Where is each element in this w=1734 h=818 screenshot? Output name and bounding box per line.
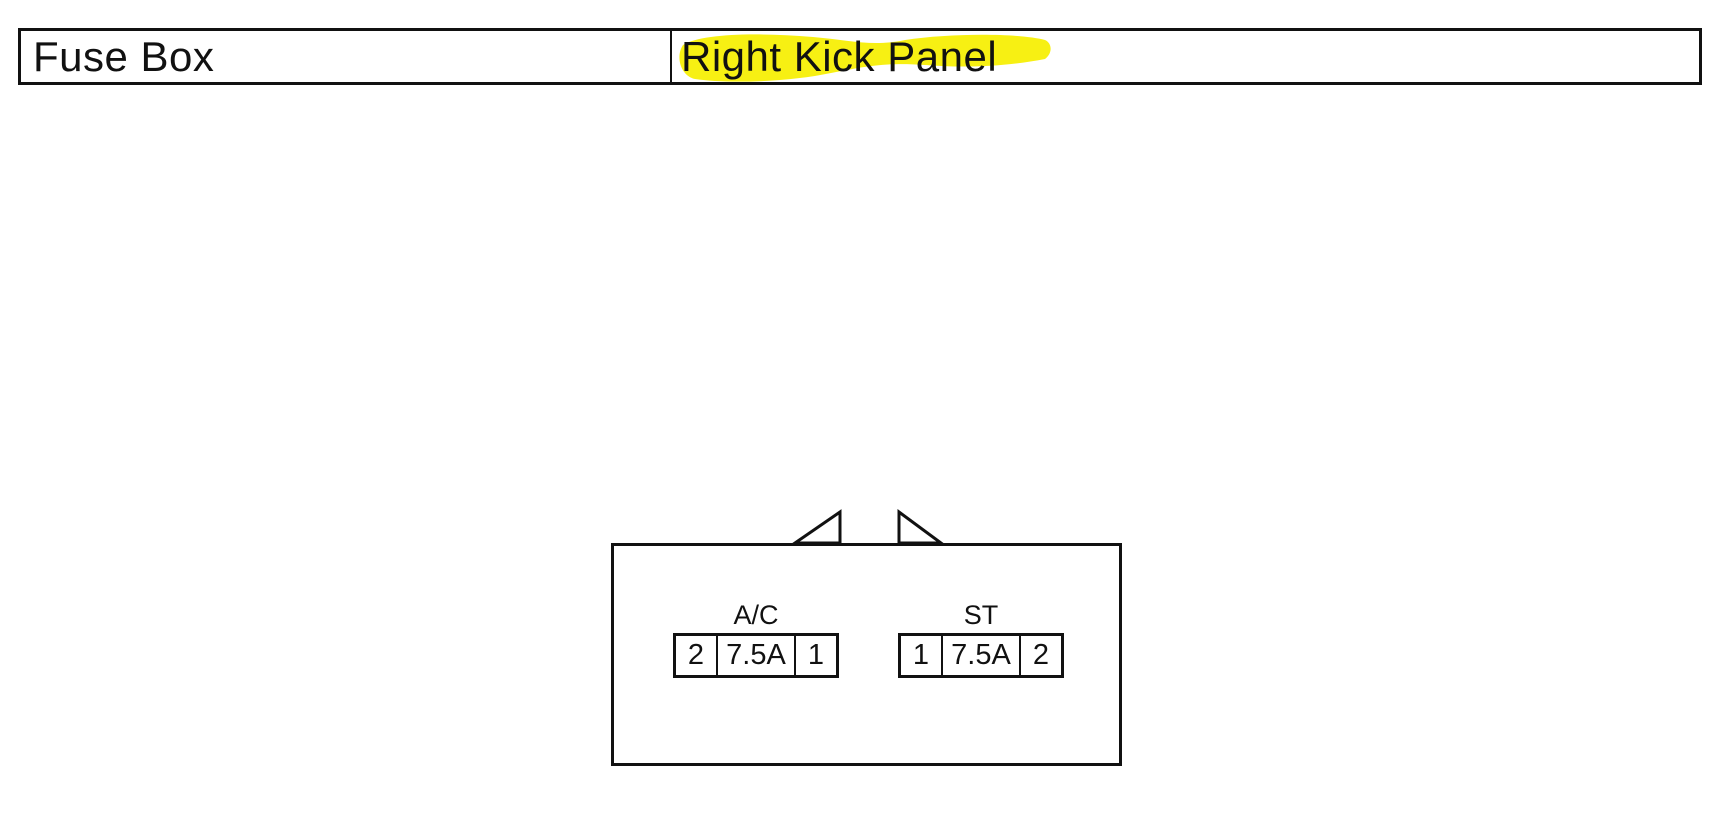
fuse-st-pin-right: 2: [1032, 639, 1050, 671]
right-notch-triangle: [897, 509, 946, 545]
fuse-ac-pin-left: 2: [687, 639, 705, 671]
fuse-label-ac: A/C: [733, 600, 779, 630]
header-cell-panel: Right Kick Panel: [670, 31, 1699, 82]
fuse-st-pin-left: 1: [912, 639, 930, 671]
panel-location-label: Right Kick Panel: [681, 32, 998, 80]
fuse-ac-rating: 7.5A: [716, 636, 796, 675]
fuse-st-rating: 7.5A: [941, 636, 1021, 675]
header-cell-fusebox: Fuse Box: [21, 31, 670, 82]
fuse-st: 1 7.5A 2: [898, 633, 1064, 678]
left-notch-triangle: [790, 509, 842, 545]
header-table: Fuse Box Right Kick Panel: [18, 28, 1702, 85]
fuse-ac-pin-right: 1: [807, 639, 825, 671]
highlighter-mark: [679, 34, 1051, 82]
connector-notches-icon: [790, 509, 946, 545]
fuse-ac: 2 7.5A 1: [673, 633, 839, 678]
fusebox-title-label: Fuse Box: [33, 32, 215, 80]
highlighter-stroke: [679, 34, 1051, 82]
fuse-label-st: ST: [963, 600, 999, 630]
